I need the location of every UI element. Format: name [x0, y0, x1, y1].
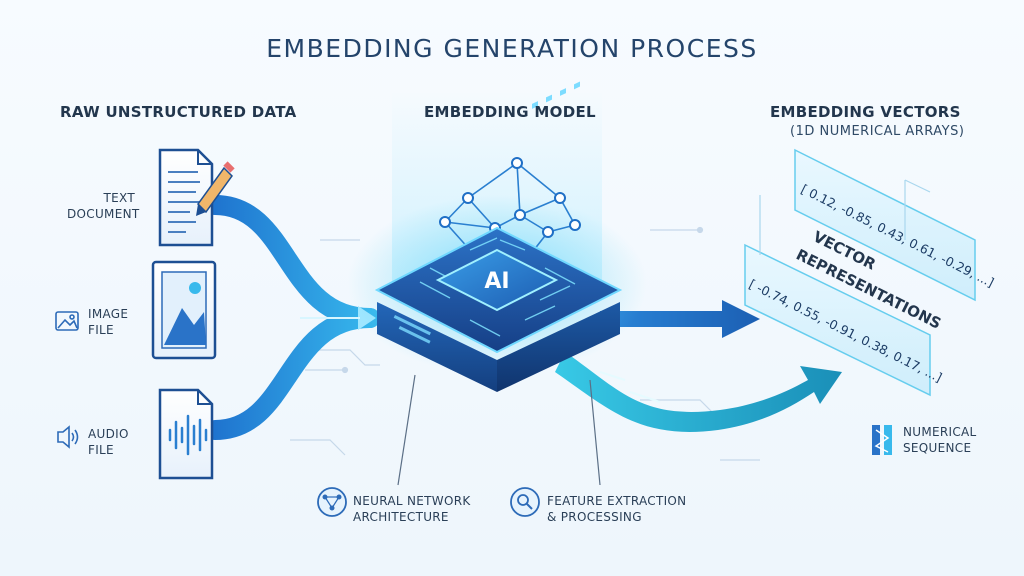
input-label-document: DOCUMENT — [67, 207, 140, 221]
output-arrow-lower — [555, 352, 842, 432]
chip-label: AI — [484, 269, 509, 294]
image-small-icon — [55, 311, 79, 331]
section-vectors-subtitle: (1D NUMERICAL ARRAYS) — [790, 124, 965, 139]
section-embedding-model: EMBEDDING MODEL — [424, 103, 596, 121]
document-icon — [158, 148, 214, 247]
input-label-audio-file: FILE — [88, 443, 114, 457]
numerical-label-1: NUMERICAL — [903, 425, 977, 439]
neural-network-icon — [317, 487, 347, 517]
section-embedding-vectors: EMBEDDING VECTORS — [770, 103, 961, 121]
input-label-image-file: FILE — [88, 323, 114, 337]
callout-feature-1: FEATURE EXTRACTION — [547, 494, 687, 508]
callout-leader-lines — [397, 374, 601, 486]
output-arrow-upper — [600, 300, 760, 338]
section-raw-data: RAW UNSTRUCTURED DATA — [60, 103, 297, 121]
callout-feature-2: & PROCESSING — [547, 510, 642, 524]
input-label-audio: AUDIO — [88, 427, 129, 441]
numerical-sequence-icon — [872, 425, 892, 455]
pencil-icon — [196, 161, 235, 216]
page-title: EMBEDDING GENERATION PROCESS — [266, 34, 758, 63]
audio-file-icon — [158, 388, 214, 480]
image-file-icon — [151, 260, 217, 360]
vector-panel-back — [794, 148, 976, 302]
callout-neural-2: ARCHITECTURE — [353, 510, 449, 524]
embedding-model-chip — [374, 81, 623, 392]
vector-panel-stacks — [759, 179, 931, 255]
input-label-text: TEXT — [103, 191, 135, 205]
speaker-icon — [57, 425, 79, 449]
callout-neural-1: NEURAL NETWORK — [353, 494, 471, 508]
input-label-image: IMAGE — [88, 307, 129, 321]
magnifier-icon — [510, 487, 540, 517]
numerical-label-2: SEQUENCE — [903, 441, 972, 455]
vector-panel-front — [744, 243, 931, 397]
